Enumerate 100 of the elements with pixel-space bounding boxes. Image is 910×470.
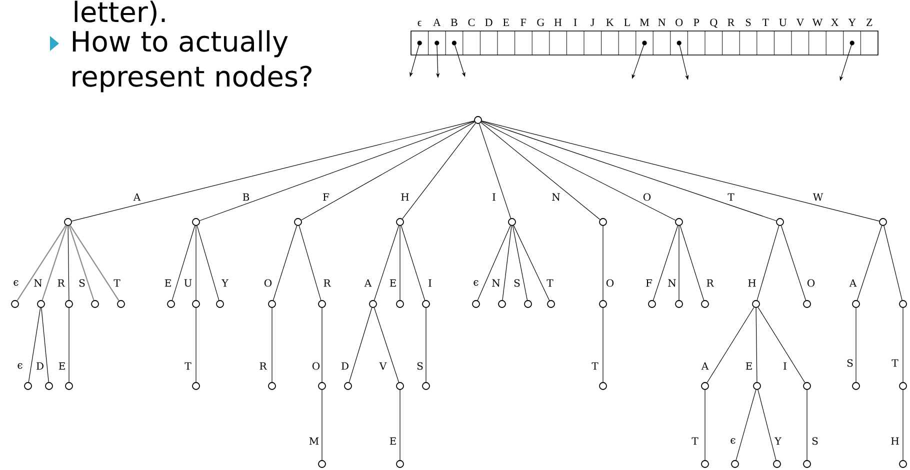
trie-node: [64, 218, 72, 226]
edge-label: I: [427, 278, 433, 288]
trie-node: [675, 218, 683, 226]
trie-node: [396, 300, 404, 308]
trie-node: [11, 300, 19, 308]
tree-edge: [602, 308, 604, 382]
letter-label: ϵ: [418, 20, 422, 26]
letter-label: T: [762, 18, 769, 26]
edge-label: O: [263, 278, 273, 288]
slide-text: letter).: [74, 0, 165, 26]
trie-node: [753, 382, 761, 390]
letter-label: Y: [848, 18, 856, 26]
letter-label: C: [468, 18, 475, 26]
letter-label: W: [812, 18, 823, 26]
tree-edge: [678, 226, 680, 300]
tree-edge: [482, 120, 880, 222]
tree-edge: [28, 308, 41, 382]
letter-label: Z: [866, 18, 872, 26]
trie-node: [396, 460, 404, 468]
tree-edge: [402, 122, 476, 220]
tree-edge: [374, 225, 400, 301]
trie-node: [396, 218, 404, 226]
trie-node: [37, 300, 45, 308]
edge-label: T: [727, 192, 735, 202]
tree-edge: [736, 390, 756, 460]
trie-node: [899, 382, 907, 390]
tree-edge: [884, 226, 902, 300]
edge-label: Y: [221, 278, 229, 288]
edge-label: H: [890, 436, 900, 446]
trie-node: [192, 382, 200, 390]
edge-label: H: [400, 192, 410, 202]
tree-edge: [481, 121, 676, 221]
letter-label: E: [503, 18, 509, 26]
trie-node: [879, 218, 887, 226]
trie-node: [167, 300, 175, 308]
edge-label: T: [113, 278, 121, 288]
edge-label: ϵ: [16, 362, 24, 370]
trie-node: [599, 218, 607, 226]
edge-label: R: [56, 278, 66, 288]
edge-label: E: [744, 362, 754, 370]
tree-edge: [68, 226, 94, 300]
edge-label: T: [591, 362, 599, 370]
tree-edge: [756, 308, 758, 382]
tree-edge: [68, 226, 70, 300]
letter-label: N: [658, 18, 666, 26]
trie-node: [899, 300, 907, 308]
letter-label: D: [485, 18, 492, 26]
edge-label: ϵ: [730, 438, 736, 444]
tree-edge: [72, 120, 474, 222]
tree-edge: [42, 226, 68, 300]
tree-edge: [480, 122, 600, 220]
trie-node: [474, 116, 482, 124]
letter-label: J: [590, 18, 594, 26]
letter-label: M: [640, 18, 650, 26]
trie-node: [803, 382, 811, 390]
edge-label: N: [33, 278, 43, 288]
letter-label: X: [831, 18, 839, 26]
edge-label: M: [308, 436, 320, 446]
edge-label: S: [416, 362, 424, 370]
tree-edge: [512, 226, 528, 300]
edge-label: N: [491, 278, 501, 288]
edge-label: E: [58, 362, 66, 370]
trie-node: [852, 382, 860, 390]
tree-edge: [199, 121, 475, 221]
trie-node: [773, 460, 781, 468]
letter-label: A: [433, 18, 441, 26]
trie-node: [344, 382, 352, 390]
edge-label: O: [605, 278, 615, 288]
tree-edge: [780, 225, 806, 301]
edge-label: H: [747, 278, 757, 288]
edge-label: E: [164, 278, 172, 288]
trie-node: [45, 382, 53, 390]
trie-node: [648, 300, 656, 308]
edge-label: T: [546, 278, 554, 288]
tree-edge: [704, 390, 706, 460]
letter-label: G: [537, 18, 544, 26]
edge-label: E: [388, 278, 398, 288]
tree-edge: [477, 225, 511, 301]
tree-edge: [16, 225, 66, 301]
trie-node: [396, 382, 404, 390]
trie-node: [547, 300, 555, 308]
trie-node: [675, 300, 683, 308]
edge-label: U: [183, 278, 193, 288]
trie-node: [192, 218, 200, 226]
letter-label: F: [520, 18, 526, 26]
edge-label: I: [491, 192, 497, 202]
trie-node: [776, 218, 784, 226]
trie-node: [65, 382, 73, 390]
edge-label: O: [806, 278, 816, 288]
letter-label: V: [796, 18, 804, 26]
trie-node: [701, 300, 709, 308]
tree-edge: [652, 225, 678, 301]
edge-label: T: [891, 358, 899, 368]
tree-edge: [481, 120, 777, 222]
trie-node: [508, 218, 516, 226]
letter-label: H: [554, 18, 562, 26]
trie-node: [422, 382, 430, 390]
tree-edge: [902, 308, 904, 382]
tree-edge: [758, 390, 776, 460]
tree-edge: [478, 123, 512, 219]
